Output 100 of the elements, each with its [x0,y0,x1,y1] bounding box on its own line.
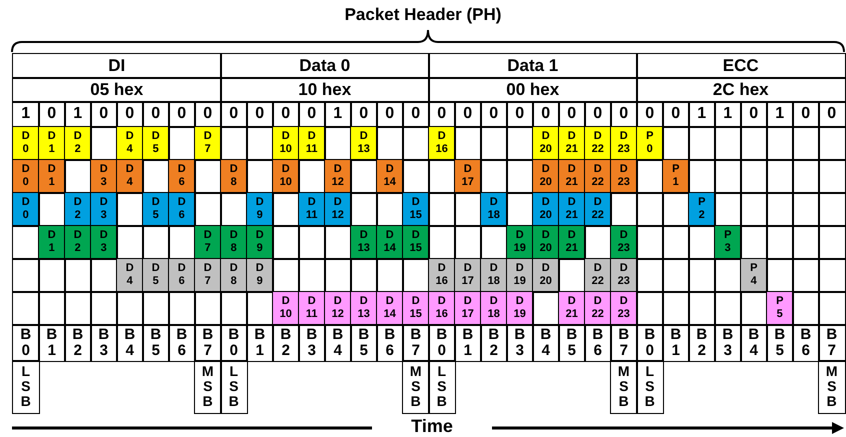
bit-value: 0 [168,101,196,128]
bit-index: B 7 [610,324,638,362]
bit-term-label: D 18 [480,291,508,326]
lsb-label: L S B [220,360,248,414]
bit-index: B 1 [246,324,274,362]
bit-term-label: D 6 [168,192,196,226]
bit-term-label: D 8 [220,258,248,292]
bit-term-label: D 12 [324,291,352,326]
bit-term-label: D 21 [558,291,586,326]
byte-name: DI [12,53,222,78]
bit-value: 1 [688,101,716,128]
bit-value: 0 [818,101,846,128]
bit-term-label: D 0 [12,192,40,226]
bit-value: 0 [792,101,820,128]
bit-index: B 2 [688,324,716,362]
bit-term-label: D 4 [116,159,144,194]
bit-term-label: D 5 [142,192,170,226]
bit-index: B 6 [376,324,404,362]
hex-value: 2C hex [636,77,846,102]
byte-name: ECC [636,53,846,78]
bit-index: B 7 [402,324,430,362]
bit-value: 0 [376,101,404,128]
bit-term-label: D 18 [480,192,508,226]
bit-index: B 2 [64,324,92,362]
bit-term-label: D 23 [610,258,638,292]
bit-index: B 4 [532,324,560,362]
bit-value: 0 [662,101,690,128]
bit-term-label: D 11 [298,192,326,226]
bit-term-label: P 4 [740,258,768,292]
bit-term-label: D 9 [246,192,274,226]
hex-value: 10 hex [220,77,430,102]
bit-term-label: D 17 [454,159,482,194]
msb-label: M S B [818,360,846,414]
bit-index: B 1 [662,324,690,362]
bit-term-label: D 2 [64,225,92,260]
bit-value: 0 [506,101,534,128]
bit-term-label: D 11 [298,126,326,160]
bit-term-label: D 15 [402,291,430,326]
bit-term-label: D 15 [402,225,430,260]
bit-index: B 7 [818,324,846,362]
bit-term-label: D 9 [246,258,274,292]
bit-term-label: P 0 [636,126,664,160]
bit-value: 0 [480,101,508,128]
byte-name: Data 1 [428,53,638,78]
bit-term-label: D 17 [454,291,482,326]
byte-name: Data 0 [220,53,430,78]
bit-term-label: D 16 [428,291,456,326]
bit-value: 0 [220,101,248,128]
bit-term-label: D 2 [64,126,92,160]
bit-term-label: D 6 [168,159,196,194]
bit-term-label: D 10 [272,291,300,326]
bit-term-label: D 12 [324,192,352,226]
bit-index: B 4 [740,324,768,362]
bit-term-label: P 1 [662,159,690,194]
bit-index: B 1 [38,324,66,362]
bit-term-label: D 6 [168,258,196,292]
bit-value: 0 [740,101,768,128]
bit-index: B 2 [480,324,508,362]
bit-term-label: D 19 [506,291,534,326]
bit-value: 0 [402,101,430,128]
bit-term-label: D 11 [298,291,326,326]
bit-term-label: D 9 [246,225,274,260]
bit-term-label: D 16 [428,126,456,160]
bit-index: B 6 [792,324,820,362]
bit-term-label: D 23 [610,291,638,326]
hex-value: 05 hex [12,77,222,102]
bit-index: B 0 [428,324,456,362]
bit-term-label: D 12 [324,159,352,194]
bit-index: B 7 [194,324,222,362]
bit-term-label: D 22 [584,192,612,226]
lsb-label: L S B [636,360,664,414]
msb-label: M S B [402,360,430,414]
bit-term-label: D 22 [584,291,612,326]
bit-term-label: P 2 [688,192,716,226]
bit-index: B 2 [272,324,300,362]
bit-index: B 5 [558,324,586,362]
bit-term-label: D 7 [194,258,222,292]
bit-index: B 0 [12,324,40,362]
bit-term-label: D 23 [610,159,638,194]
lsb-label: L S B [12,360,40,414]
bit-term-label: D 3 [90,192,118,226]
time-label: Time [410,416,454,437]
bit-term-label: D 13 [350,225,378,260]
bit-index: B 5 [350,324,378,362]
bit-term-label: D 15 [402,192,430,226]
bit-index: B 4 [116,324,144,362]
bit-term-label: D 10 [272,159,300,194]
msb-label: M S B [194,360,222,414]
bit-term-label: D 14 [376,225,404,260]
bit-index: B 3 [298,324,326,362]
bit-index: B 3 [90,324,118,362]
bit-value: 1 [324,101,352,128]
bit-term-label: D 14 [376,159,404,194]
bit-term-label: P 5 [766,291,794,326]
bit-term-label: D 23 [610,225,638,260]
bit-term-label: D 20 [532,258,560,292]
bit-term-label: D 5 [142,126,170,160]
bit-index: B 4 [324,324,352,362]
bit-index: B 5 [766,324,794,362]
bit-term-label: D 14 [376,291,404,326]
